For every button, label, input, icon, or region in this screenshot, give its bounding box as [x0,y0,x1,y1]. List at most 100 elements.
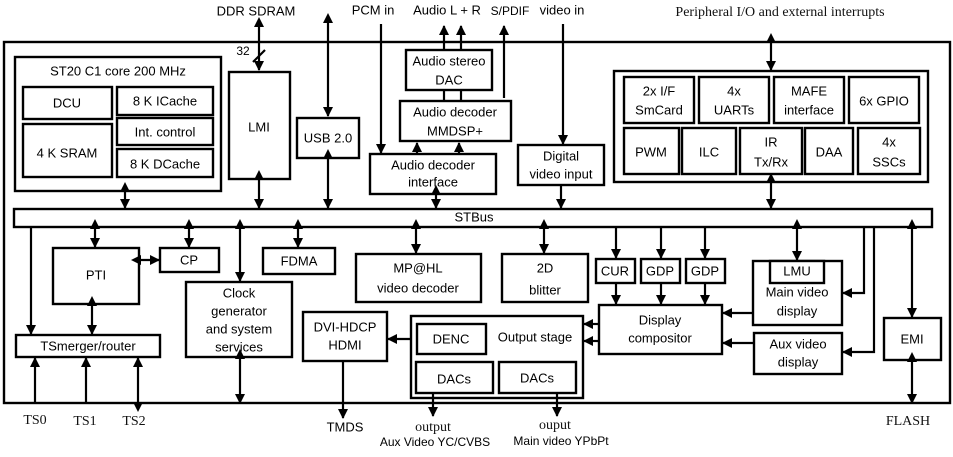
sscs-label-2: SSCs [872,154,906,169]
ilc-label: ILC [699,144,719,159]
clock-label-2: generator [211,303,267,318]
dcu-label: DCU [53,95,81,110]
output-aux-label-2: Aux Video YC/CVBS [380,435,490,449]
gdp-block-2 [684,257,727,285]
clock-label-1: Clock [223,285,256,300]
denc-label: DENC [433,331,470,346]
emi-label: EMI [900,331,923,346]
sscs-label-1: 4x [882,134,896,149]
ilc-block [680,126,738,176]
audio-decoder-block [398,99,513,143]
video-in-label: video in [540,2,585,17]
cp-block [158,246,221,274]
aux-video-label-2: display [778,354,819,369]
dacs-block-1 [414,360,495,395]
dacs-block-2 [497,360,578,395]
mafe-label-2: interface [784,102,834,117]
pti-block [51,246,141,306]
ddr-sdram-label: DDR SDRAM [217,3,296,18]
icache-label: 8 K ICache [133,93,197,108]
int-control-label: Int. control [135,124,196,139]
ir-label-1: IR [765,134,778,149]
spdif-label: S/PDIF [491,4,530,18]
int-control-block [115,116,215,147]
clock-label-3: and system [206,321,272,336]
output-stage-label: Output stage [498,329,572,344]
stbus-label: STBus [454,209,494,224]
compositor-label-1: Display [639,312,682,327]
audio-interface-label-2: interface [408,174,458,189]
fdma-label: FDMA [281,253,318,268]
mpeg-decoder-block [354,252,483,304]
usb-label: USB 2.0 [304,130,352,145]
clock-label-4: services [215,339,263,354]
cp-label: CP [180,252,198,267]
tmds-label: TMDS [327,419,364,434]
pti-label: PTI [86,267,106,282]
output-aux-label-1: output [415,420,451,435]
dacs-label-1: DACs [437,371,471,386]
flash-label: FLASH [886,414,930,429]
sscs-block [856,126,922,176]
blitter-label-1: 2D [537,260,554,275]
fdma-block [261,246,337,276]
audio-dac-block [404,48,494,92]
output-main-label-1: ouput [539,418,571,433]
pwm-block [622,126,681,176]
lmi-block [227,70,292,181]
hdmi-block [301,310,389,363]
smcard-block [622,75,696,125]
cur-block [594,257,637,285]
st20-core-title: ST20 C1 core 200 MHz [50,63,186,78]
daa-label: DAA [816,144,843,159]
gdp-label-2: GDP [691,263,719,278]
denc-block [415,322,488,356]
ir-label-2: Tx/Rx [754,154,788,169]
daa-block [803,126,855,176]
audio-decoder-label-1: Audio decoder [413,104,498,119]
chip-boundary [2,40,952,405]
lmi-label: LMI [248,119,270,134]
audio-interface-label-1: Audio decoder [391,157,476,172]
gdp-label-1: GDP [646,263,674,278]
aux-video-label-1: Aux video [769,336,826,351]
gpio-block [847,75,921,125]
compositor-label-2: compositor [628,330,692,345]
ts0-label: TS0 [23,413,46,428]
dcu-block [21,85,114,121]
mafe-label-1: MAFE [791,83,827,98]
sram-label: 4 K SRAM [37,145,98,160]
main-video-label-2: display [777,303,818,318]
ts2-label: TS2 [122,414,145,429]
dcache-block [115,147,215,179]
uarts-label-1: 4x [727,83,741,98]
lmu-block [768,259,826,285]
smcard-label-1: 2x I/F [643,83,676,98]
uarts-block [697,75,771,125]
mpeg-label-1: MP@HL [393,260,442,275]
mpeg-label-2: video decoder [377,280,459,295]
digital-video-input-label-1: Digital [543,148,579,163]
mafe-block [772,75,846,125]
gpio-label: 6x GPIO [859,93,909,108]
blitter-block [500,252,590,304]
bus-width-slash [252,49,266,63]
audio-decoder-label-2: MMDSP+ [427,123,483,138]
main-video-label-1: Main video [766,284,829,299]
ir-block [738,126,804,176]
output-main-label-2: Main video YPbPt [513,434,609,448]
cur-label: CUR [601,263,629,278]
hdmi-label-2: HDMI [328,337,361,352]
peripheral-io-label: Peripheral I/O and external interrupts [675,5,884,20]
hdmi-label-1: DVI-HDCP [314,319,377,334]
audio-dac-label-1: Audio stereo [413,53,486,68]
blitter-label-2: blitter [529,282,561,297]
sram-block [21,122,114,179]
audio-dac-label-2: DAC [435,72,462,87]
icache-block [115,85,215,117]
dacs-label-2: DACs [520,370,554,385]
display-compositor-block [597,303,724,356]
dcache-label: 8 K DCache [130,156,200,171]
pwm-label: PWM [635,144,667,159]
